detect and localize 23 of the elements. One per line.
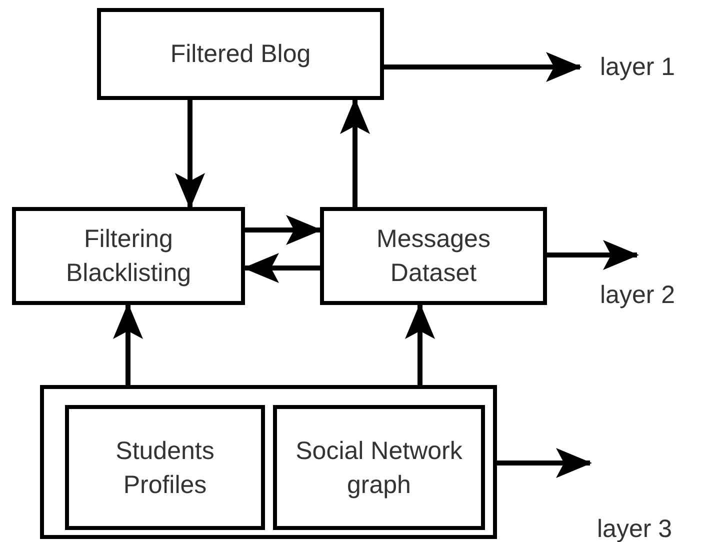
process-box	[65, 405, 265, 530]
node-label: Students Profiles	[114, 436, 216, 500]
arrow	[245, 215, 322, 245]
process-box	[12, 207, 245, 305]
process-box	[273, 405, 485, 530]
layer-label: layer 1	[600, 52, 676, 83]
process-box	[97, 8, 384, 100]
arrow	[384, 52, 582, 82]
node-label: Messages Dataset	[376, 224, 492, 289]
group-box	[40, 385, 497, 539]
node-label: Filtering Blacklisting	[64, 224, 192, 289]
arrow	[243, 253, 320, 283]
arrow	[497, 448, 592, 478]
node-label: Filtered Blog	[169, 39, 312, 70]
node-label: Social Network graph	[294, 436, 464, 500]
arrow	[175, 100, 205, 209]
layer-label: layer 2	[600, 280, 676, 311]
process-box	[320, 207, 547, 305]
arrow	[340, 98, 370, 207]
arrow	[405, 303, 435, 385]
arrow	[113, 303, 143, 385]
arrow	[547, 240, 639, 270]
layer-label: layer 3	[597, 514, 672, 542]
